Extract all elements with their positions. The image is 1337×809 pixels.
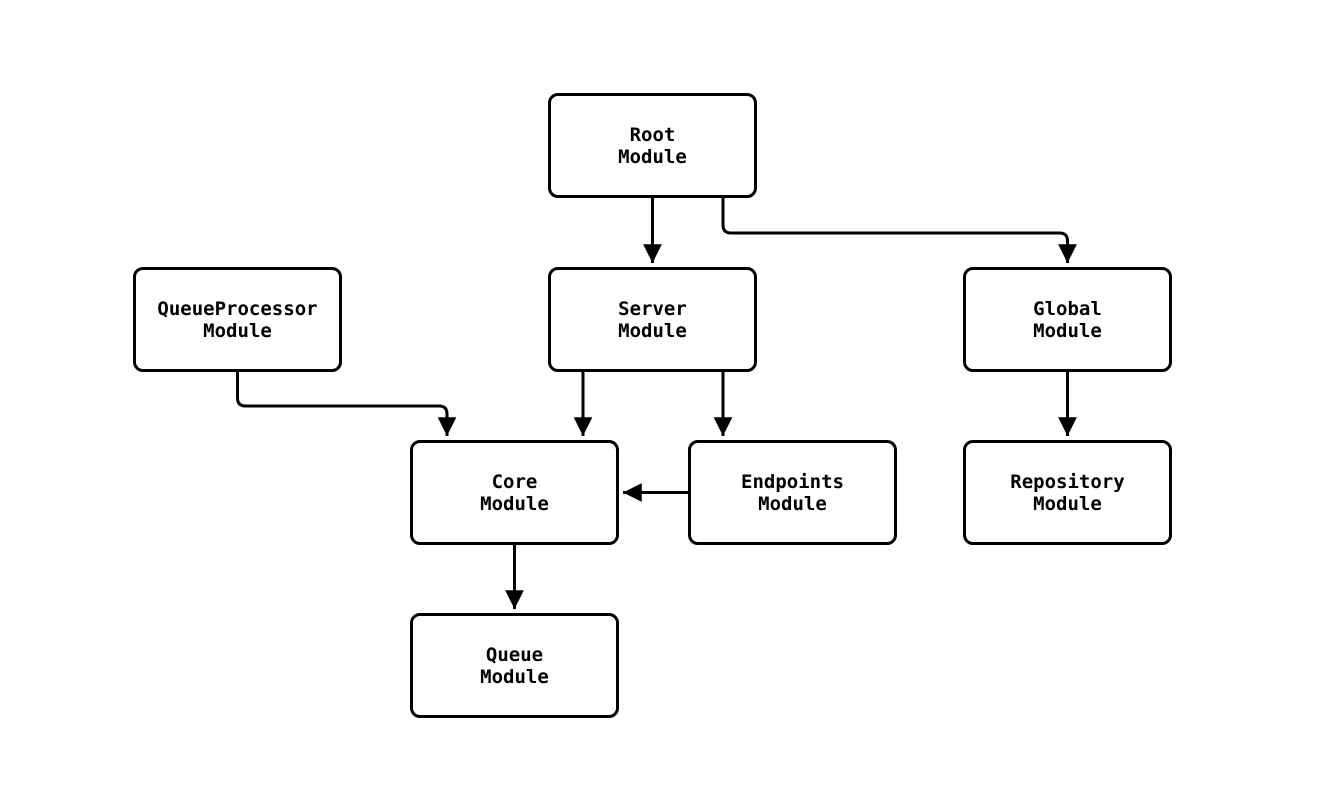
node-repository-module-label: Repository Module (1010, 470, 1125, 515)
node-server-module-label: Server Module (618, 297, 687, 342)
node-queue-module-label: Queue Module (480, 643, 549, 688)
node-endpoints-module: Endpoints Module (688, 440, 897, 545)
edge-queueprocessor-to-core (236, 372, 457, 436)
node-server-module: Server Module (548, 267, 757, 372)
node-core-module-label: Core Module (480, 470, 549, 515)
node-root-module-label: Root Module (618, 123, 687, 168)
node-global-module: Global Module (963, 267, 1172, 372)
node-queueprocessor-module: QueueProcessor Module (133, 267, 342, 372)
node-global-module-label: Global Module (1033, 297, 1102, 342)
node-root-module: Root Module (548, 93, 757, 198)
node-repository-module: Repository Module (963, 440, 1172, 545)
node-endpoints-module-label: Endpoints Module (741, 470, 844, 515)
node-queueprocessor-module-label: QueueProcessor Module (157, 297, 318, 342)
node-core-module: Core Module (410, 440, 619, 545)
edge-root-to-global (721, 198, 1077, 263)
node-queue-module: Queue Module (410, 613, 619, 718)
